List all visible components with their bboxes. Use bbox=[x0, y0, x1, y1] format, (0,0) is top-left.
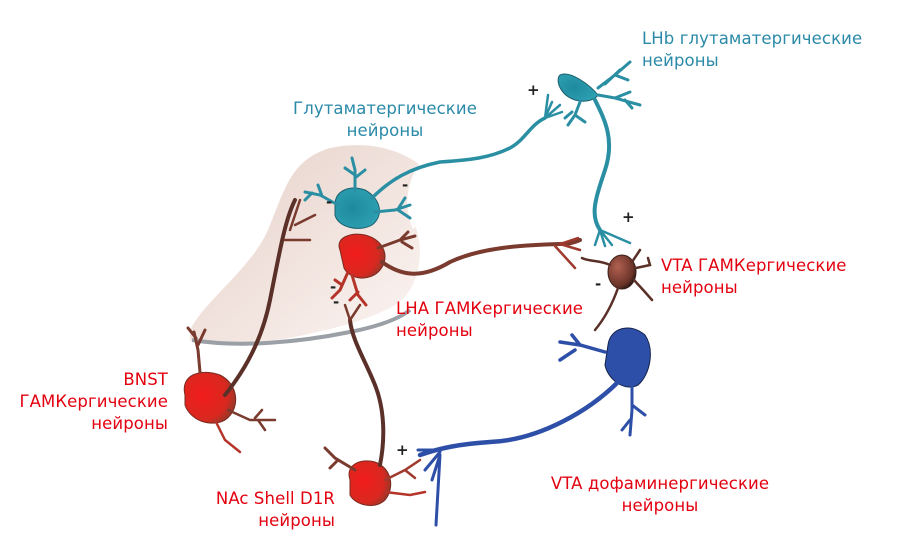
sign-glut-left: - bbox=[326, 193, 333, 211]
vta-dopamine-neuron bbox=[416, 327, 651, 527]
label-lha-line2: нейроны bbox=[396, 321, 473, 340]
label-nac-line2: нейроны bbox=[258, 511, 335, 530]
sign-lhb-input: + bbox=[527, 81, 540, 99]
label-vta-da-line1: VTA дофаминергические bbox=[550, 474, 770, 493]
label-nac-d1r: NAc Shell D1R нейроны bbox=[180, 488, 335, 532]
sign-vta-gaba-input: + bbox=[622, 208, 635, 226]
label-glut-line1: Глутаматергические bbox=[293, 99, 477, 118]
nac-d1r-neuron bbox=[323, 303, 427, 506]
sign-lha-bottom: - bbox=[333, 293, 340, 311]
label-bnst-line1: BNST bbox=[123, 370, 168, 389]
label-vta-gaba: VTA ГАМКергические нейроны bbox=[661, 255, 847, 299]
label-vta-gaba-line2: нейроны bbox=[661, 278, 738, 297]
label-bnst-line2: ГАМКергические bbox=[19, 392, 168, 411]
sign-bnst-to-lha: - bbox=[330, 278, 337, 296]
label-vta-da-line2: нейроны bbox=[621, 496, 699, 515]
bnst-gaba-neuron bbox=[183, 198, 317, 454]
label-lhb-line1: LHb глутаматергические bbox=[642, 29, 863, 48]
vta-gaba-neuron bbox=[580, 248, 654, 332]
lhb-neuron bbox=[557, 60, 642, 248]
label-bnst-gaba: BNST ГАМКергические нейроны bbox=[8, 369, 168, 435]
sign-vta-gaba-left: - bbox=[595, 275, 602, 293]
label-glut-line2: нейроны bbox=[346, 121, 424, 140]
label-vta-gaba-line1: VTA ГАМКергические bbox=[661, 256, 847, 275]
label-nac-line1: NAc Shell D1R bbox=[215, 489, 335, 508]
sign-nac-input: + bbox=[396, 441, 409, 459]
label-glutamatergic: Глутаматергические нейроны bbox=[290, 98, 480, 142]
label-lhb-line2: нейроны bbox=[642, 51, 719, 70]
glutamatergic-neuron bbox=[303, 93, 564, 229]
sign-glut-right: - bbox=[402, 176, 409, 194]
label-bnst-line3: нейроны bbox=[91, 414, 168, 433]
label-lha-gaba: LHA ГАМКергические нейроны bbox=[396, 298, 583, 342]
label-vta-dopamine: VTA дофаминергические нейроны bbox=[535, 473, 785, 517]
lha-gaba-neuron bbox=[330, 230, 582, 307]
label-lha-line1: LHA ГАМКергические bbox=[396, 299, 584, 318]
label-lhb-glutamatergic: LHb глутаматергические нейроны bbox=[642, 28, 862, 72]
